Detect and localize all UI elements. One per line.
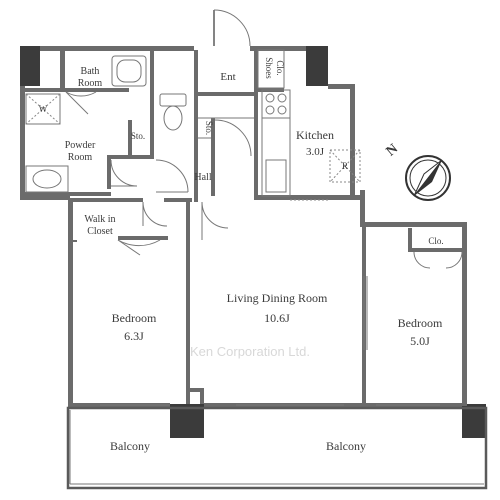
refrigerator-label: R	[342, 161, 348, 171]
powder-sink	[25, 165, 69, 193]
column-balcony-right	[462, 404, 486, 438]
powder-room-label-1: Powder	[65, 140, 96, 151]
balcony1-label: Balcony	[110, 439, 150, 453]
bedroom1-label: Bedroom	[112, 311, 157, 325]
ldr-door	[201, 201, 229, 240]
column-top-left	[20, 46, 40, 86]
column-balcony-left	[170, 404, 204, 438]
watermark: Ken Corporation Ltd.	[190, 344, 310, 359]
kitchen-label: Kitchen	[296, 128, 334, 142]
kitchen-sink	[265, 159, 287, 193]
bath-room-label-2: Room	[78, 78, 103, 89]
powder-room-label-2: Room	[68, 152, 93, 163]
shoes-closet	[257, 49, 285, 89]
column-top-right	[306, 46, 328, 86]
bedroom1-size-label: 6.3J	[124, 329, 144, 343]
walkin-closet-label-1: Walk in	[84, 214, 115, 225]
bath-door	[65, 91, 97, 115]
washer-label: W	[39, 104, 48, 114]
closet-doors	[413, 251, 463, 269]
compass-icon: N	[384, 141, 451, 201]
balcony2-label: Balcony	[326, 439, 366, 453]
storage-label-1: Sto.	[131, 131, 145, 141]
bedroom2-sliding-door	[363, 276, 368, 350]
ldr-size-label: 10.6J	[264, 311, 290, 325]
powder-door	[110, 159, 138, 187]
bedroom2-size-label: 5.0J	[410, 334, 430, 348]
washer: W	[25, 93, 61, 125]
bath-room-label-1: Bath	[81, 66, 100, 77]
walkin-door	[117, 239, 161, 256]
bedroom1-door	[142, 201, 168, 227]
kitchen-counter	[261, 117, 291, 197]
ent-door	[214, 119, 252, 157]
shoes-closet-label-1: Shoes	[264, 57, 274, 79]
hall-label: Hall	[194, 172, 211, 183]
closet-label: Clo.	[428, 236, 443, 246]
balcony-outline	[66, 406, 488, 490]
shoes-closet-label-2: Clo.	[275, 60, 285, 75]
ldr-label: Living Dining Room	[227, 291, 328, 305]
kitchen-size-label: 3.0J	[306, 146, 325, 158]
compass-north-label: N	[384, 141, 401, 159]
entrance-door	[213, 9, 251, 47]
storage-label-2: Sto.	[204, 121, 214, 135]
toilet	[159, 93, 187, 131]
kitchen-stove	[261, 89, 291, 119]
toilet-door	[155, 159, 189, 193]
bathtub	[111, 55, 147, 87]
walkin-closet-label-2: Closet	[87, 226, 113, 237]
bedroom2-label: Bedroom	[398, 316, 443, 330]
refrigerator: R	[329, 149, 361, 183]
entrance-label: Ent	[220, 71, 235, 83]
